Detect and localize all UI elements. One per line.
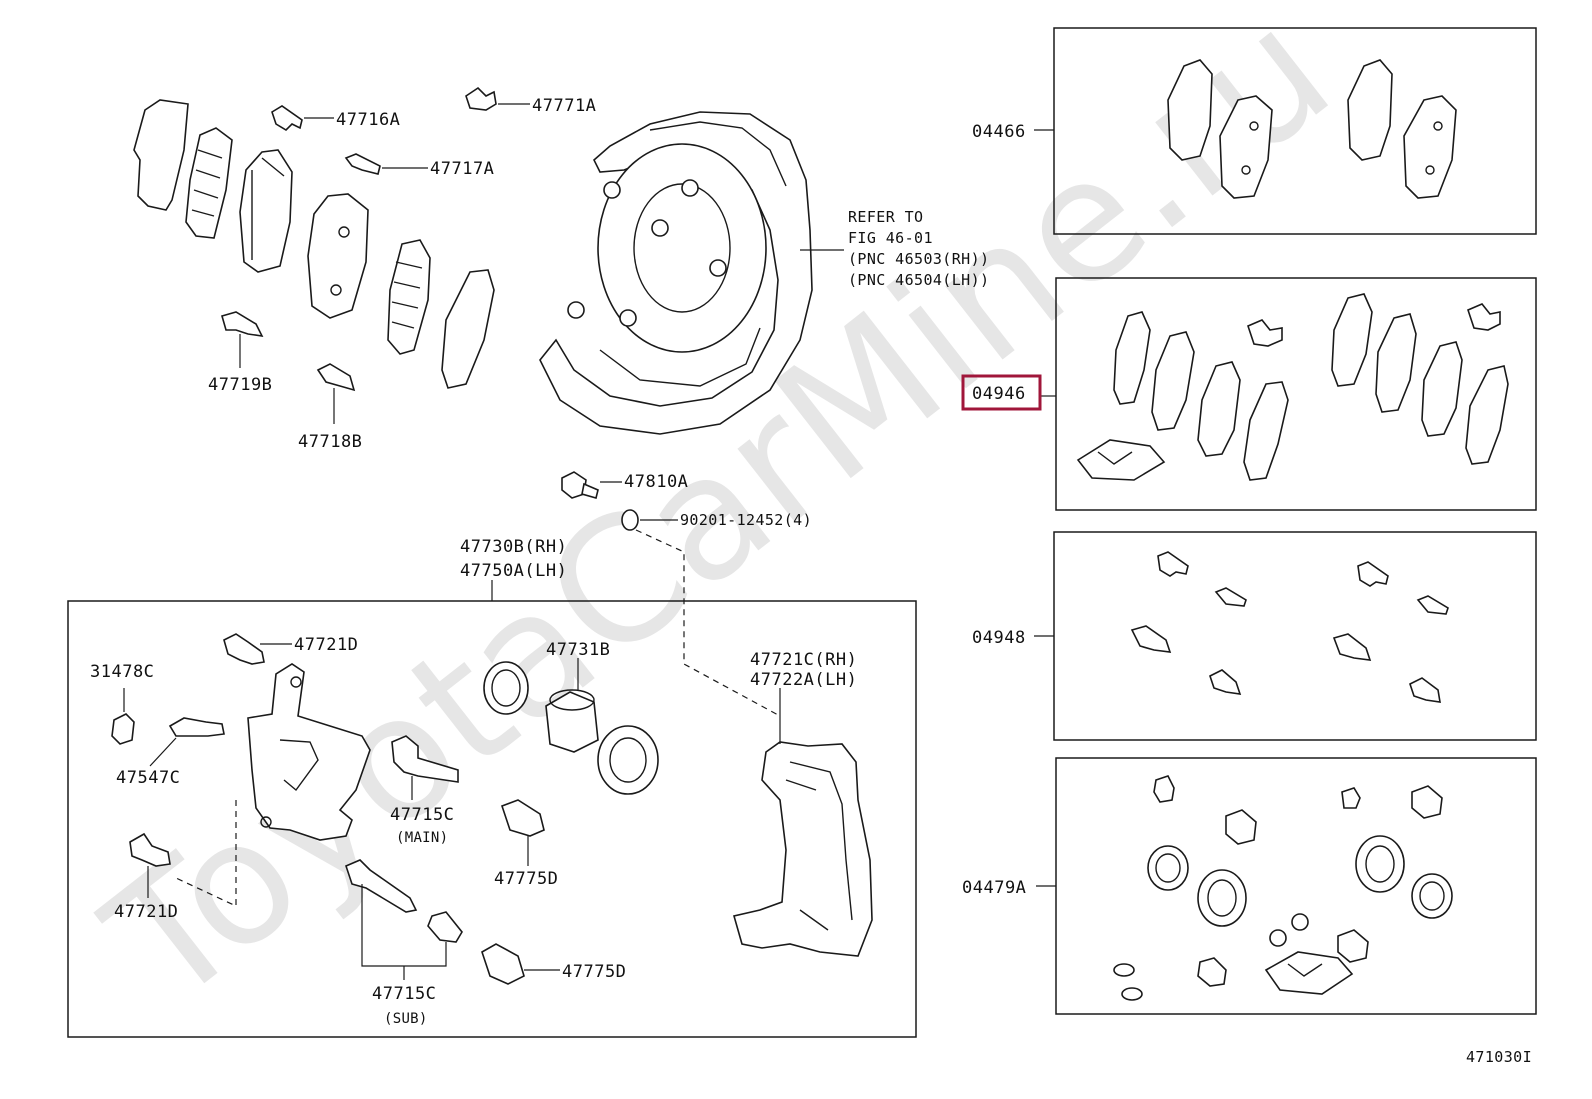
caliper-assembly-parts [111, 633, 873, 985]
label-47721D-top: 47721D [294, 635, 358, 655]
label-47717A: 47717A [430, 159, 494, 179]
label-47730B-rh: 47730B(RH) [460, 537, 567, 557]
kit-label-04948: 04948 [972, 628, 1026, 648]
label-47721C-rh: 47721C(RH) [750, 650, 857, 670]
label-47719B: 47719B [208, 375, 272, 395]
label-47731B: 47731B [546, 640, 610, 660]
label-sub-note: (SUB) [384, 1011, 428, 1027]
label-47716A: 47716A [336, 110, 400, 130]
washer-90201[interactable] [621, 509, 639, 531]
label-47775D-a: 47775D [494, 869, 558, 889]
part-labels: 47716A 47771A 47717A 47719B 47718B REFER… [90, 96, 989, 1027]
label-31478C: 31478C [90, 662, 154, 682]
clip-47718B[interactable] [316, 363, 356, 392]
kit-04466[interactable] [1034, 27, 1537, 235]
label-47775D-b: 47775D [562, 962, 626, 982]
kit-label-04466: 04466 [972, 122, 1026, 142]
label-main-note: (MAIN) [396, 830, 448, 846]
anti-squeal-shim-3[interactable] [387, 239, 431, 355]
bleeder-plug-47547C[interactable] [168, 717, 225, 737]
anti-squeal-shim-inner[interactable] [185, 127, 233, 239]
brake-pad-outer[interactable] [239, 149, 293, 273]
pad-shim-group [133, 86, 530, 424]
refer-note-line-4: (PNC 46504(LH)) [848, 271, 989, 289]
kit-label-04946: 04946 [972, 384, 1026, 404]
bleeder-cap-31478C[interactable] [111, 713, 135, 745]
anti-squeal-shim-outer[interactable] [133, 99, 189, 211]
refer-note-line-1: REFER TO [848, 208, 923, 226]
mounting-bracket-47721C[interactable] [732, 741, 873, 957]
slide-pin-main-47715C[interactable] [391, 735, 459, 783]
kit-04946-highlight[interactable] [961, 374, 1042, 411]
dust-cover-backing-plate[interactable] [539, 111, 844, 435]
label-47722A-lh: 47722A(LH) [750, 670, 857, 690]
label-47718B: 47718B [298, 432, 362, 452]
brake-pad-inner[interactable] [307, 193, 369, 319]
label-47750A-lh: 47750A(LH) [460, 561, 567, 581]
kit-04479A[interactable] [1036, 757, 1537, 1015]
label-47810A: 47810A [624, 472, 688, 492]
kit-04946[interactable] [1040, 277, 1537, 511]
slide-bushing[interactable] [427, 911, 463, 943]
refer-note-line-3: (PNC 46503(RH)) [848, 250, 989, 268]
label-47721D-bottom: 47721D [114, 902, 178, 922]
kit-04948[interactable] [1034, 531, 1537, 741]
piston[interactable] [545, 691, 599, 753]
clip-47717A[interactable] [344, 153, 381, 175]
anti-squeal-shim-4[interactable] [441, 269, 495, 389]
diagram-id: 471030I [1466, 1048, 1532, 1066]
label-47771A: 47771A [532, 96, 596, 116]
bushing-47775D-b[interactable] [481, 943, 525, 985]
slide-pin-sub-47715C[interactable] [345, 859, 418, 913]
label-47547C: 47547C [116, 768, 180, 788]
bolt-47810A[interactable] [561, 471, 599, 499]
clip-47771A[interactable] [465, 86, 497, 111]
clip-47716A[interactable] [271, 105, 303, 132]
caliper-cylinder-body[interactable] [247, 663, 371, 841]
label-90201-12452: 90201-12452(4) [680, 511, 812, 529]
bolt-47721D-top[interactable] [223, 633, 265, 665]
label-47715C-sub: 47715C [372, 984, 436, 1004]
bolt-47721D-bottom[interactable] [129, 832, 171, 867]
piston-seal-47731B[interactable] [483, 661, 529, 715]
bushing-47775D-a[interactable] [500, 799, 545, 837]
clip-47719B[interactable] [221, 311, 264, 338]
label-47715C-main: 47715C [390, 805, 454, 825]
refer-note-line-2: FIG 46-01 [848, 229, 933, 247]
piston-boot[interactable] [597, 725, 659, 795]
kit-label-04479A: 04479A [962, 878, 1026, 898]
